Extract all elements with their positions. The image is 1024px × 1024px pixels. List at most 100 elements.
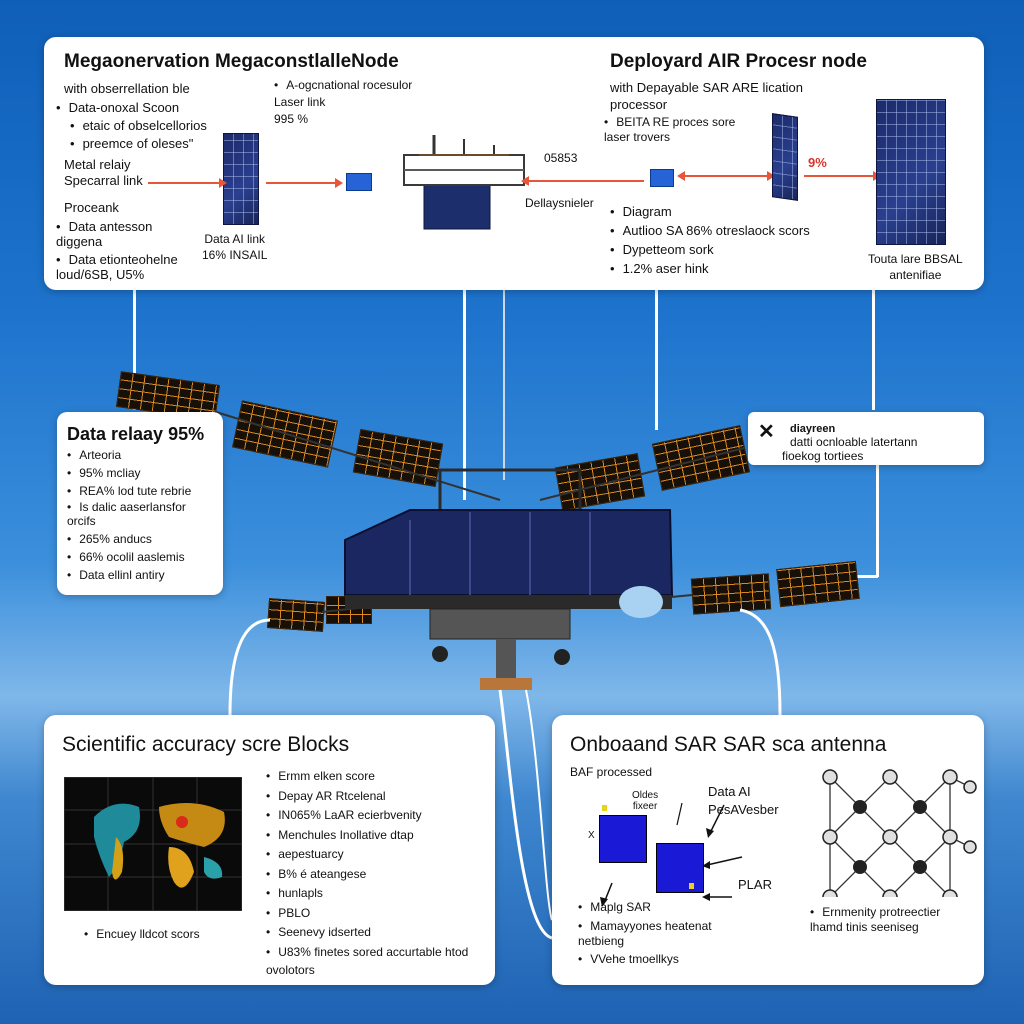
antenna-lattice-image (822, 769, 977, 897)
sar-block-small (599, 815, 647, 863)
accuracy-caption: Encuey lldcot scors (84, 925, 199, 943)
laser-link-arrow (677, 171, 775, 181)
right-node-title: Deployard AIR Procesr node (610, 51, 867, 72)
laser-link-arrow (804, 171, 881, 181)
list-item: Ernmenity protreectier lhamd tinis seeni… (810, 905, 940, 935)
sar-marker (689, 883, 694, 889)
callout-icon: ✕ (758, 421, 775, 443)
world-map-image (64, 777, 242, 911)
accuracy-panel: Scientific accuracy scre Blocks Encuey l… (44, 715, 495, 985)
sar-marker (602, 805, 607, 811)
list-item: Mamayyones heatenat netbieng (578, 919, 712, 949)
connector-line (503, 200, 505, 480)
list-item: B% é ateangese (266, 865, 468, 885)
list-item: Encuey lldcot scors (84, 925, 199, 943)
list-item: VVehe tmoellkys (578, 951, 712, 968)
data-relay-bullets: Arteoria 95% mcliay REA% lod tute rebrie… (67, 446, 191, 584)
right-node-bullets-1: BEITA RE proces sore laser trovers (604, 115, 735, 145)
left-node-bullets: Data-onoxal Scoon etaic of obselcellorio… (56, 99, 207, 153)
left-node-bullets-2: Data antesson diggena Data etionteohelne… (56, 219, 178, 282)
relay-node-block (346, 173, 372, 191)
left-node-title: Megaonervation MegaconstlalleNode (64, 51, 399, 72)
data-ai-label: Data AI PesAVesber (708, 784, 779, 817)
callout-line-2: datti ocnloable latertann (790, 435, 918, 449)
connector-line (872, 290, 875, 410)
list-item: 66% ocolil aaslemis (67, 548, 191, 566)
solar-wing (232, 400, 338, 468)
list-item: A-ogcnational rocesulor Laser link 995 % (274, 77, 412, 128)
x-axis-label: X (588, 830, 595, 841)
solar-wing (554, 453, 646, 511)
proceank-label: Proceank (64, 200, 119, 215)
list-item: IN065% LaAR ecierbvenity (266, 806, 468, 826)
list-item: BEITA RE proces sore laser trovers (604, 115, 735, 145)
list-item: 1.2% aser hink (610, 259, 810, 278)
accuracy-bullets: Ermm elken score Depay AR Rtcelenal IN06… (266, 767, 468, 979)
list-item: U83% finetes sored accurtable htod ovolo… (266, 943, 468, 979)
list-item: PBLO (266, 904, 468, 924)
lattice-caption: Ernmenity protreectier lhamd tinis seeni… (810, 905, 940, 935)
connector-line (655, 290, 658, 430)
relay-label: Metal relaiy Specarral link (64, 157, 143, 188)
list-item: Data-onoxal Scoon (56, 99, 207, 117)
mid-node-bullets: A-ogcnational rocesulor Laser link 995 % (274, 77, 412, 128)
list-item: 95% mcliay (67, 464, 191, 482)
list-item: Ermm elken score (266, 767, 468, 787)
sar-antenna-title: Onboaand SAR SAR sca antenna (570, 733, 887, 756)
plar-label: PLAR (738, 877, 772, 892)
deploy-link-arrow (521, 176, 644, 186)
data-relay-title: Data relaay 95% (67, 424, 205, 444)
list-item: Autlioo SA 86% otreslaock scors (610, 221, 810, 240)
data-ai-link-label: Data AI link 16% INSAIL (202, 232, 268, 262)
deploy-label: Dellaysnieler (525, 196, 594, 210)
oldes-fixeer-label: Oldes fixeer (632, 790, 659, 812)
list-item: Menchules Inollative dtap (266, 826, 468, 846)
sar-block-large (656, 843, 704, 893)
left-node-subtitle: with obserrellation ble (64, 81, 190, 96)
connector-line (850, 575, 878, 578)
list-item: REA% lod tute rebrie (67, 482, 191, 500)
solar-wing (651, 425, 751, 491)
list-item: hunlapls (266, 884, 468, 904)
list-item: Data ellinl antiry (67, 566, 191, 584)
solar-wing (352, 429, 444, 487)
large-antenna-image (876, 99, 946, 245)
data-relay-panel: Data relaay 95% Arteoria 95% mcliay REA%… (57, 412, 223, 595)
list-item: Depay AR Rtcelenal (266, 787, 468, 807)
connector-line (876, 465, 879, 577)
list-item: Seenevy idserted (266, 923, 468, 943)
list-item: Is dalic aaserlansfor orcifs (67, 500, 191, 528)
list-item: 265% anducs (67, 530, 191, 548)
solar-wing (326, 596, 372, 624)
accuracy-title: Scientific accuracy scre Blocks (62, 733, 350, 756)
list-item: Dypetteom sork (610, 240, 810, 259)
code-label: 05853 (544, 151, 578, 165)
central-station-image (403, 135, 525, 230)
deployable-panel-image (772, 113, 798, 201)
sar-bullets: Maplg SAR Mamayyones heatenat netbieng V… (578, 899, 712, 968)
antenna-caption: Touta lare BBSAL antenifiae (868, 252, 963, 282)
callout-line-3: fioekog tortiees (782, 449, 864, 463)
solar-wing (690, 573, 772, 615)
connector-line (463, 240, 466, 500)
list-item: etaic of obselcellorios (56, 117, 207, 135)
solar-panel-image (223, 133, 259, 225)
sar-antenna-panel: Onboaand SAR SAR sca antenna BAF process… (552, 715, 984, 985)
list-item: Maplg SAR (578, 899, 712, 916)
laser-link-arrow (148, 178, 227, 188)
right-node-subtitle: with Depayable SAR ARE lication processo… (610, 80, 803, 112)
right-node-bullets-2: Diagram Autlioo SA 86% otreslaock scors … (610, 202, 810, 278)
list-item: preemce of oleses" (56, 135, 207, 153)
info-callout-panel: ✕ diayreen datti ocnloable latertann fio… (748, 412, 984, 465)
callout-line-1: diayreen (790, 423, 836, 435)
list-item: Arteoria (67, 446, 191, 464)
list-item: aepestuarcy (266, 845, 468, 865)
solar-wing (776, 560, 860, 608)
list-item: Diagram (610, 202, 810, 221)
connector-line (133, 290, 136, 410)
list-item: Data etionteohelne loud/6SB, U5% (56, 252, 178, 282)
solar-wing (267, 598, 325, 632)
bar-processed-label: BAF processed (570, 765, 653, 779)
percent-label: 9% (808, 155, 827, 170)
top-panel: Megaonervation MegaconstlalleNode with o… (44, 37, 984, 290)
